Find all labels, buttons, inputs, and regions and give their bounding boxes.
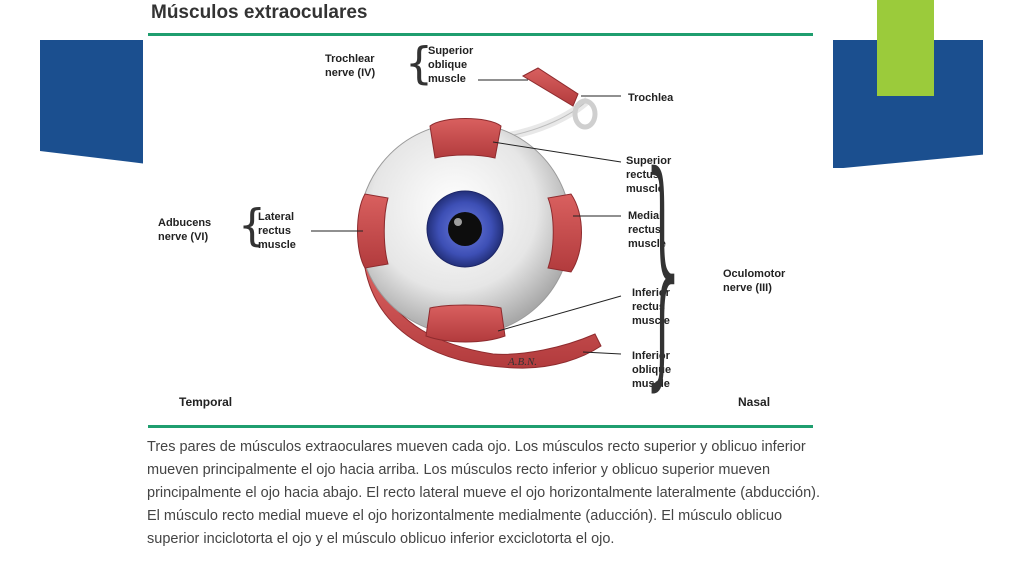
label-trochlear-nerve: Trochlear nerve (IV): [325, 53, 376, 79]
brace-oculomotor: {: [633, 124, 689, 412]
bottom-divider: [148, 425, 813, 428]
pupil: [448, 212, 482, 246]
label-superior-rectus: Superior rectus muscle: [626, 155, 672, 195]
eye-muscle-diagram: A.B.N. Trochlear nerve (IV) { Superior o…: [143, 36, 833, 422]
label-lateral-rectus: Lateral rectus muscle: [258, 211, 296, 251]
leader-lines: [311, 79, 622, 355]
left-blue-band: [40, 40, 144, 168]
label-oculomotor-nerve: Oculomotor nerve (III): [723, 268, 786, 294]
illustrator-signature: A.B.N.: [507, 356, 537, 368]
inferior-rectus-muscle: [425, 304, 506, 343]
medial-rectus-muscle: [547, 193, 582, 273]
lateral-rectus-muscle: [357, 193, 389, 269]
label-trochlea: Trochlea: [628, 92, 674, 104]
label-abducens-nerve: Adbucens nerve (VI): [158, 217, 212, 243]
description-paragraph: Tres pares de músculos extraoculares mue…: [147, 439, 821, 547]
label-inferior-rectus: Inferior rectus muscle: [632, 287, 670, 327]
brace-trochlear: {: [405, 38, 433, 89]
label-medial-rectus: Medial rectus muscle: [628, 210, 666, 250]
superior-rectus-muscle: [429, 118, 502, 159]
label-inferior-oblique: Inferior oblique muscle: [632, 350, 672, 390]
label-nasal: Nasal: [738, 395, 771, 409]
top-divider: [148, 33, 813, 36]
superior-oblique-muscle: [521, 67, 579, 107]
eye-illustration: A.B.N.: [311, 67, 622, 369]
green-accent-tab: [877, 0, 934, 96]
brace-abducens: {: [238, 200, 266, 251]
label-superior-oblique: Superior oblique muscle: [428, 45, 474, 85]
slide-content: Músculos extraoculares: [143, 0, 833, 576]
page-title: Músculos extraoculares: [151, 2, 368, 23]
trochlea-pulley: [572, 98, 598, 130]
label-temporal: Temporal: [179, 395, 233, 409]
